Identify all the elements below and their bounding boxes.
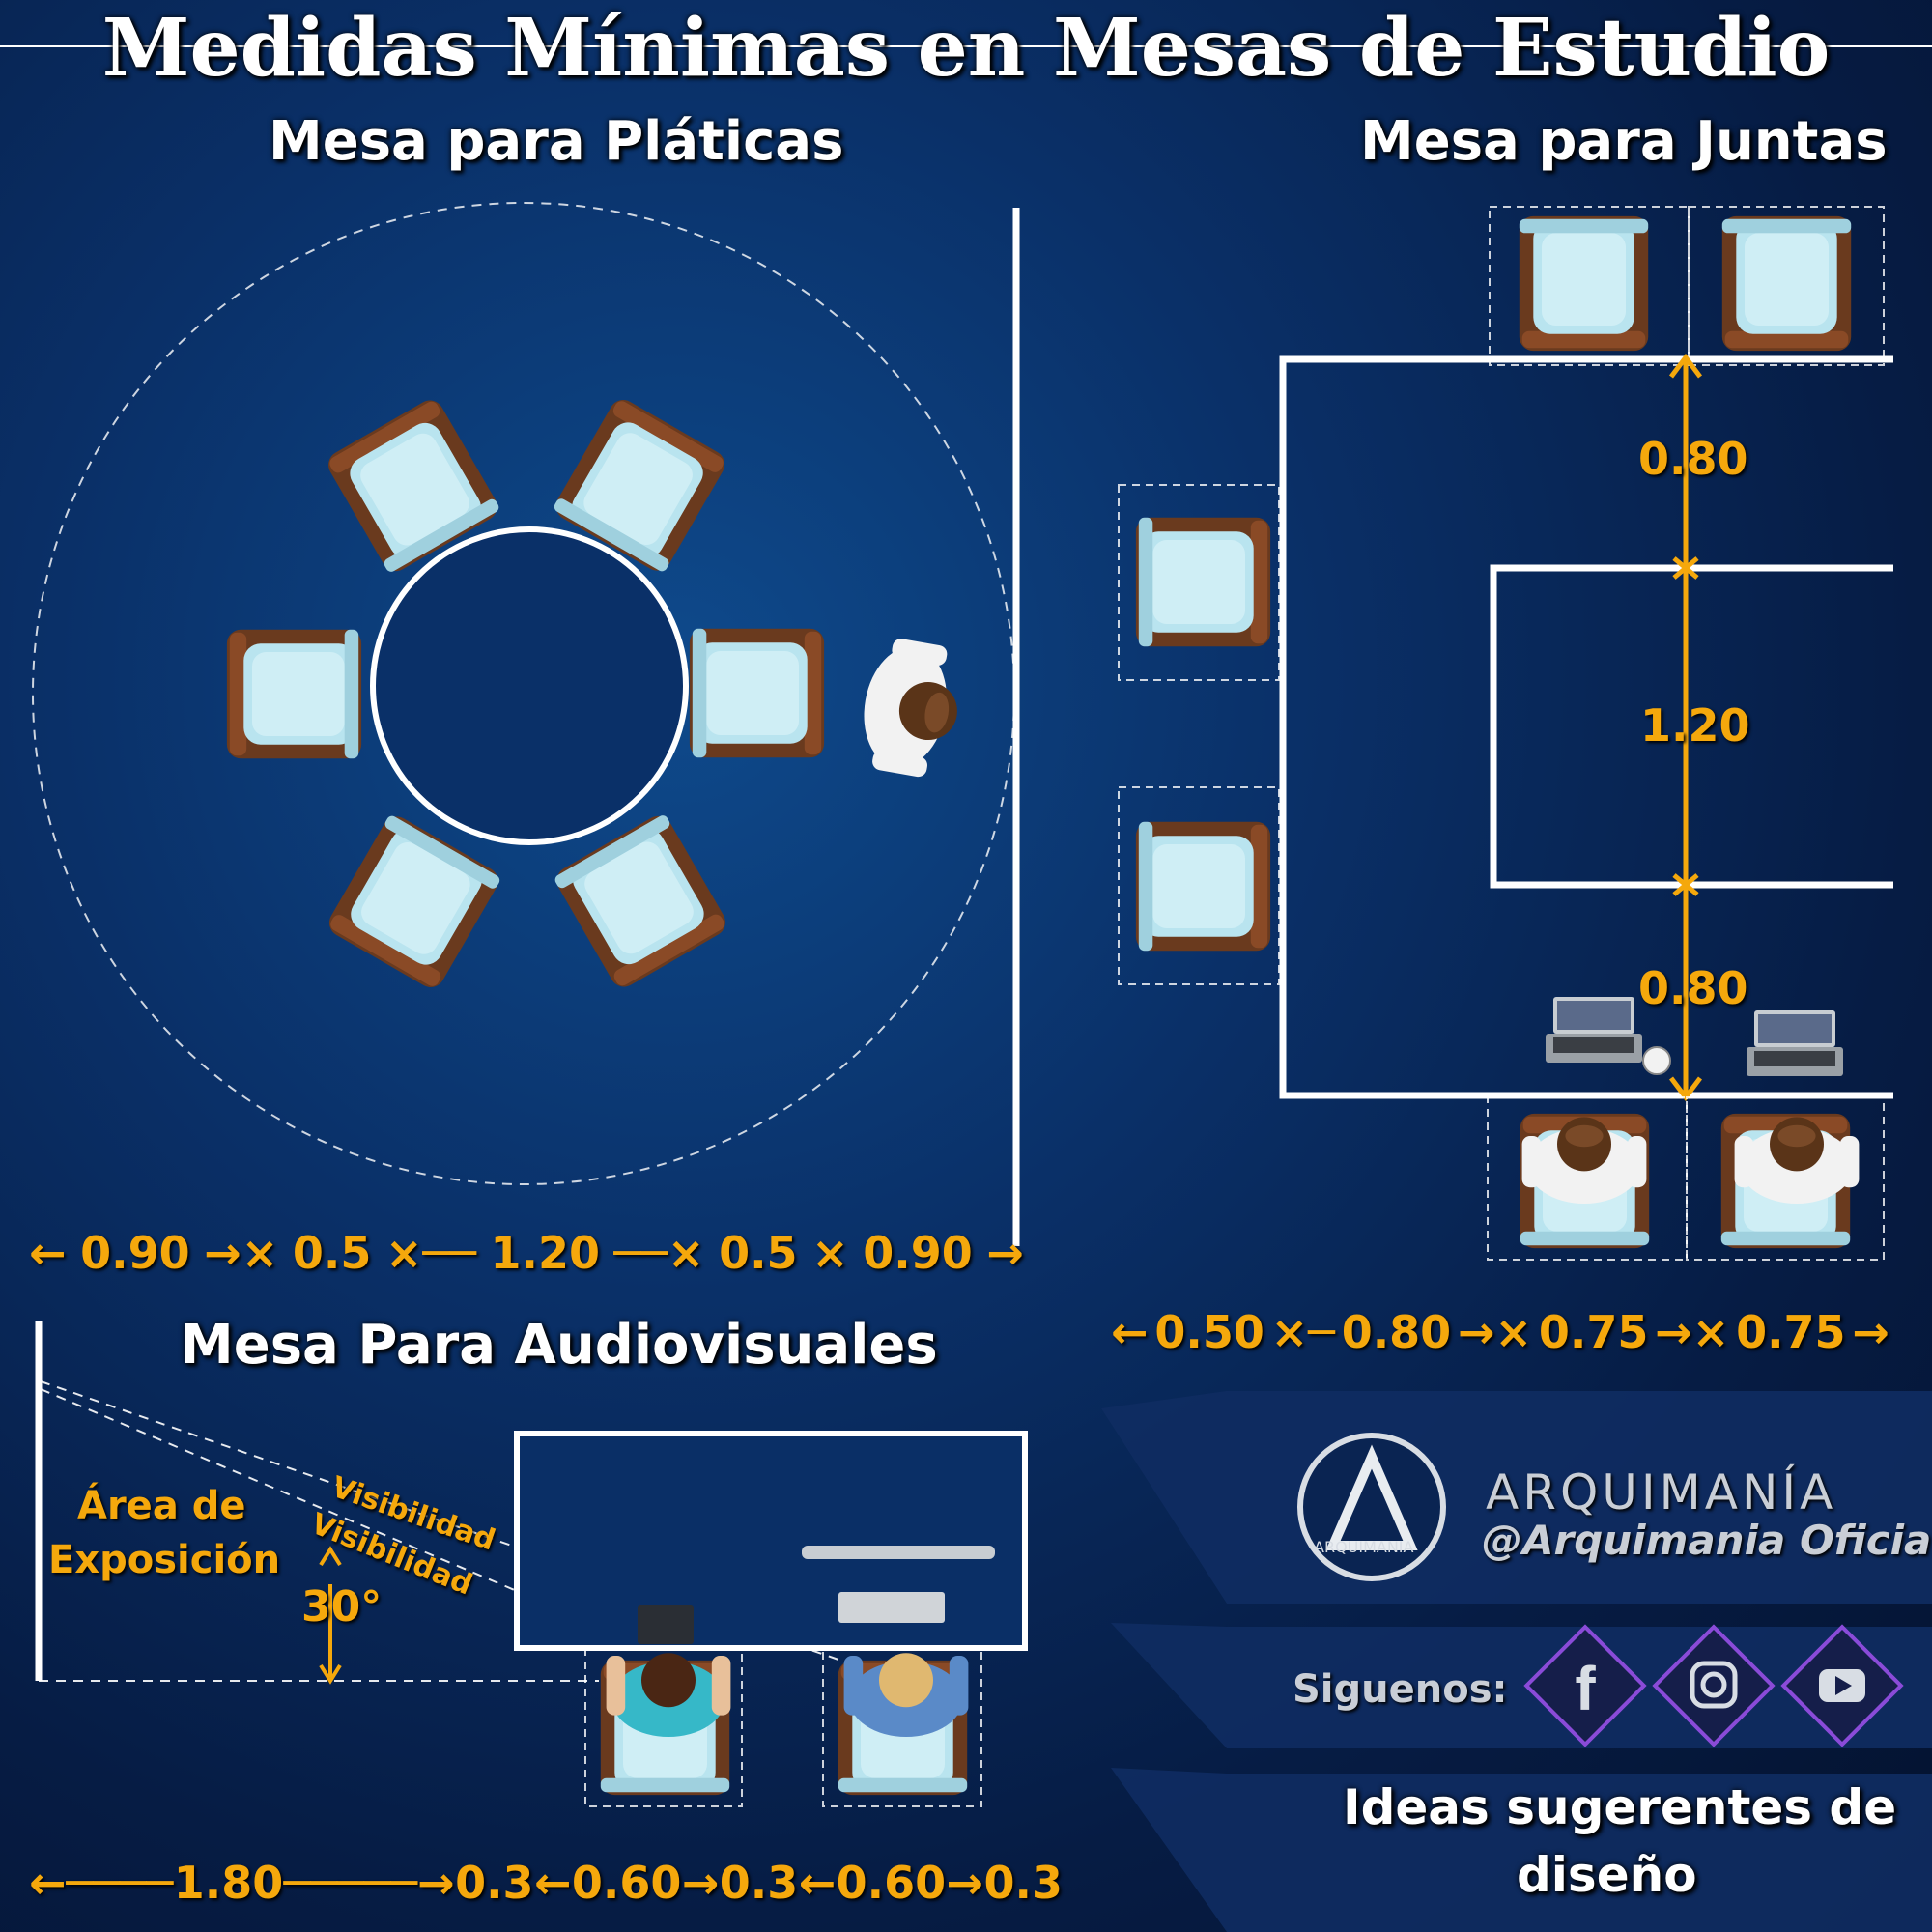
juntas-dim-075-b: 0.75	[1736, 1306, 1846, 1358]
av-dim-03-b: 0.3	[719, 1857, 799, 1909]
audiovisuales-title: Mesa Para Audiovisuales	[180, 1314, 938, 1377]
dim-05-right: 0.5	[719, 1227, 798, 1279]
follow-label: Siguenos:	[1293, 1667, 1508, 1712]
chair-left-1	[1135, 517, 1271, 647]
dim-090-right: 0.90	[863, 1227, 973, 1279]
brand-handle: @Arquimania Oficial	[1482, 1517, 1932, 1564]
juntas-title: Mesa para Juntas	[1360, 110, 1888, 173]
chair-bottom-left	[324, 811, 503, 993]
platicas-dimensions: ← 0.90 →× 0.5 ×── 1.20 ──× 0.5 × 0.90 →	[29, 1227, 1024, 1279]
av-dim-060-a: 0.60	[571, 1857, 682, 1909]
juntas-dim-bottom: 0.80	[1638, 962, 1748, 1014]
chair-left-2	[1135, 821, 1271, 952]
dim-05-left: 0.5	[292, 1227, 372, 1279]
av-dim-180: 1.80	[173, 1857, 284, 1909]
av-dim-03-a: 0.3	[455, 1857, 534, 1909]
logo-text: ARQUIMANIA	[1314, 1538, 1414, 1556]
av-dim-060-b: 0.60	[836, 1857, 947, 1909]
platicas-title: Mesa para Pláticas	[269, 110, 844, 173]
tagline-line-1: Ideas sugerentes de	[1343, 1779, 1897, 1835]
laptop-1	[1546, 997, 1642, 1063]
juntas-dim-top: 0.80	[1638, 433, 1748, 485]
keyboard	[838, 1592, 945, 1623]
walking-person	[853, 634, 969, 782]
instagram-glyph	[1690, 1661, 1738, 1709]
juntas-dim-075-a: 0.75	[1538, 1306, 1649, 1358]
dim-120: 1.20	[490, 1227, 600, 1279]
round-table	[370, 526, 689, 845]
audiovisuales-diagram	[35, 1321, 1028, 1807]
brand-name: ARQUIMANÍA	[1486, 1464, 1837, 1520]
meeting-table-outline	[1279, 355, 1893, 1099]
laptop-2	[1747, 1010, 1843, 1076]
chair-top-1	[1519, 215, 1649, 352]
angle-label: 30°	[301, 1582, 383, 1632]
monitor	[802, 1546, 995, 1559]
coffee-cup	[1642, 1046, 1671, 1075]
facebook-icon[interactable]	[1523, 1624, 1647, 1747]
chair-left	[226, 629, 362, 759]
dim-090-left: 0.90	[80, 1227, 190, 1279]
instagram-icon[interactable]	[1652, 1624, 1776, 1747]
av-table	[514, 1431, 1028, 1651]
tablet	[638, 1605, 694, 1644]
juntas-dim-middle: 1.20	[1640, 699, 1750, 752]
chair-right	[689, 628, 825, 758]
av-dim-03-c: 0.3	[983, 1857, 1064, 1909]
juntas-dim-080: 0.80	[1341, 1306, 1452, 1358]
facebook-glyph: f	[1575, 1654, 1596, 1723]
area-label-1: Área de	[77, 1484, 246, 1528]
logo-mark	[1325, 1444, 1418, 1550]
meeting-table-inner	[1490, 564, 1893, 889]
chair-top-2	[1721, 215, 1852, 352]
juntas-dimensions: ← 0.50 ×─ 0.80 →× 0.75 →× 0.75 →	[1111, 1306, 1889, 1358]
platicas-diagram	[32, 202, 1020, 1246]
av-dimensions: ←──── 1.80 ─────→ 0.3 ← 0.60 → 0.3 ← 0.6…	[29, 1857, 1063, 1909]
tagline-line-2: diseño	[1517, 1847, 1697, 1903]
area-label-2: Exposición	[48, 1538, 281, 1582]
juntas-diagram	[1118, 206, 1893, 1261]
brand-area: f	[1101, 1391, 1932, 1932]
chair-bottom-right	[552, 810, 731, 992]
juntas-dim-050: 0.50	[1154, 1306, 1264, 1358]
page-title: Medidas Mínimas en Mesas de Estudio	[101, 2, 1831, 95]
